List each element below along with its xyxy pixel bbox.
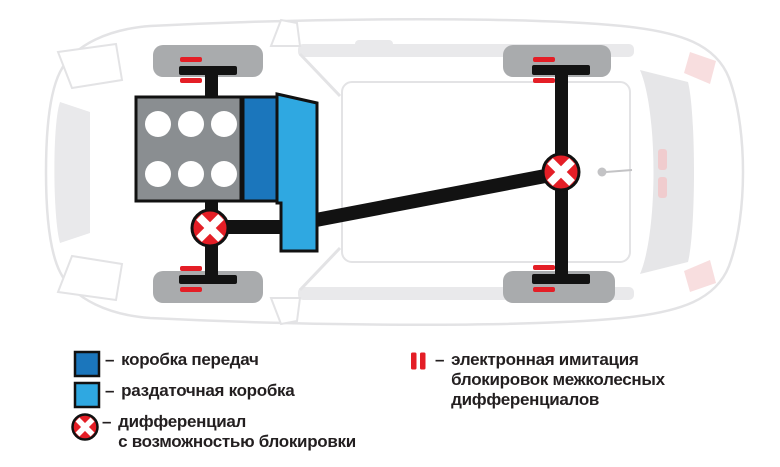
legend-item-transfer-case: – раздаточная коробка (73, 381, 295, 409)
electronic-lock-marks (180, 57, 555, 292)
roof-detail (355, 40, 393, 49)
tail-light-bottom (684, 260, 716, 292)
front-diff-x (196, 214, 224, 242)
headlight-left (56, 42, 124, 90)
a-pillar-bottom (298, 246, 342, 292)
legend-label: с возможностью блокировки (118, 432, 356, 451)
legend-label: раздаточная коробка (121, 381, 295, 400)
car-hood-shade (54, 102, 90, 243)
diff-lock-x (75, 417, 95, 437)
driveshaft (293, 166, 563, 231)
rear-left-halfshaft-bar (532, 65, 590, 75)
mirror-bottom (269, 297, 302, 326)
rear-diff-x (547, 158, 575, 186)
lock-mark (533, 78, 555, 83)
gearbox-swatch-icon (73, 350, 103, 378)
electronic-lock-bar (420, 352, 426, 370)
lock-mark (180, 287, 202, 292)
hatch-lamp-strip-1 (658, 149, 667, 170)
rear-wiper-arm (605, 169, 633, 173)
rear-right-halfshaft-bar (532, 274, 590, 284)
roof-panel-line (341, 81, 631, 263)
legend-item-gearbox: – коробка передач (73, 350, 259, 378)
electronic-lock-bar (411, 352, 417, 370)
rear-wiper-pivot (597, 167, 607, 177)
gearbox-swatch (73, 350, 101, 378)
engine-cylinder (178, 111, 204, 137)
lock-mark (533, 265, 555, 270)
front-right-halfshaft-bar (179, 275, 237, 284)
legend-dash: – (102, 412, 112, 431)
front-left-halfshaft-bar (179, 66, 237, 75)
electronic-lock-symbol-icon (409, 350, 433, 371)
legend-item-diff-lock: – дифференциал с возможностью блокировки (70, 412, 356, 452)
rear-differential-with-lock (541, 152, 581, 192)
lock-mark (533, 57, 555, 62)
lock-mark (180, 57, 202, 62)
transfer-case-swatch (73, 381, 101, 409)
lock-mark (180, 78, 202, 83)
gearbox (241, 95, 280, 203)
tail-light-top (684, 52, 716, 84)
a-pillar-top (298, 52, 342, 98)
front-differential-with-lock (190, 208, 230, 248)
lock-mark (180, 266, 202, 271)
legend-label: блокировок межколесных (451, 370, 665, 389)
diff-lock-symbol-icon (70, 412, 100, 442)
transfer-case-swatch-icon (73, 381, 103, 409)
engine-cylinder (145, 161, 171, 187)
legend-item-electronic-lock: – электронная имитация блокировок межкол… (409, 350, 665, 410)
engine-cylinder (178, 161, 204, 187)
drivetrain-diagram (44, 18, 745, 326)
headlight-right (56, 254, 124, 302)
legend-dash: – (105, 350, 115, 369)
transfer-case (275, 92, 319, 253)
rear-window-shade (640, 70, 694, 274)
hatch-lamp-strip-2 (658, 177, 667, 198)
legend-label: электронная имитация (451, 350, 639, 369)
engine (134, 95, 243, 203)
legend-dash: – (435, 350, 445, 369)
engine-cylinder (211, 111, 237, 137)
legend-label: дифференциал (118, 412, 247, 431)
lock-mark (533, 287, 555, 292)
engine-cylinder (145, 111, 171, 137)
legend-dash: – (105, 381, 115, 400)
mirror-top (269, 18, 302, 47)
legend-label: коробка передач (121, 350, 259, 369)
legend-label: дифференциалов (451, 390, 600, 409)
engine-cylinder (211, 161, 237, 187)
